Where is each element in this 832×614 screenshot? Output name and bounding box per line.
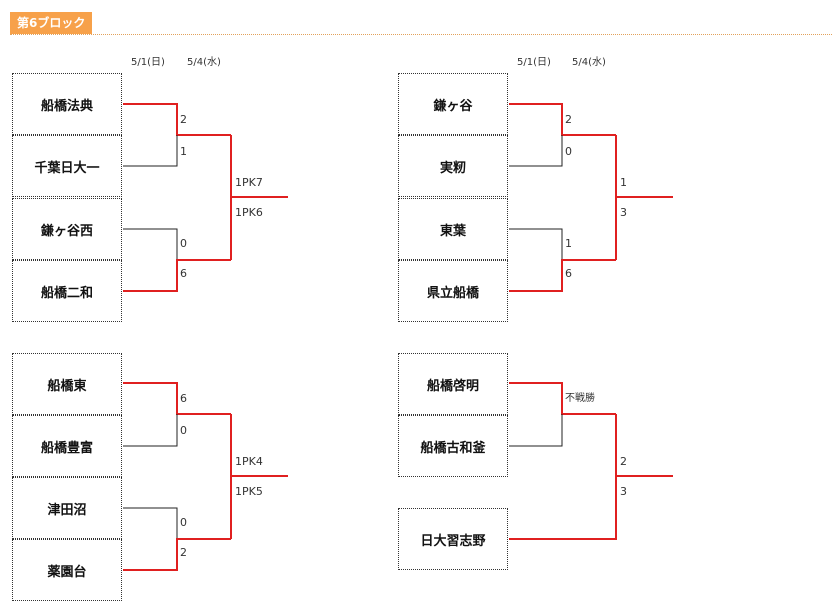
score: 6 <box>180 267 187 280</box>
date-round1: 5/1(日) <box>131 57 165 68</box>
score: 2 <box>565 113 572 126</box>
walkover-note: 不戦勝 <box>565 393 595 404</box>
score: 2 <box>620 455 627 468</box>
team-slot: 実籾 <box>398 135 508 197</box>
team-slot: 船橋二和 <box>12 260 122 322</box>
team-slot: 津田沼 <box>12 477 122 539</box>
team-slot: 船橋法典 <box>12 73 122 135</box>
team-slot: 船橋古和釜 <box>398 415 508 477</box>
score: 1 <box>180 145 187 158</box>
team-slot: 東葉 <box>398 198 508 260</box>
score: 2 <box>180 113 187 126</box>
score: 0 <box>180 424 187 437</box>
team-slot: 日大習志野 <box>398 508 508 570</box>
score: 3 <box>620 206 627 219</box>
header-divider <box>10 34 832 35</box>
score: 1PK6 <box>235 206 263 219</box>
team-slot: 県立船橋 <box>398 260 508 322</box>
score: 0 <box>180 237 187 250</box>
team-slot: 薬園台 <box>12 539 122 601</box>
date-round1: 5/1(日) <box>517 57 551 68</box>
score: 6 <box>565 267 572 280</box>
team-slot: 船橋啓明 <box>398 353 508 415</box>
score: 1PK5 <box>235 485 263 498</box>
score: 6 <box>180 392 187 405</box>
team-slot: 船橋東 <box>12 353 122 415</box>
score: 0 <box>180 516 187 529</box>
team-slot: 千葉日大一 <box>12 135 122 197</box>
team-slot: 船橋豊富 <box>12 415 122 477</box>
date-round2: 5/4(水) <box>572 57 606 68</box>
score: 0 <box>565 145 572 158</box>
score: 1 <box>565 237 572 250</box>
team-slot: 鎌ヶ谷西 <box>12 198 122 260</box>
score: 1PK7 <box>235 176 263 189</box>
score: 2 <box>180 546 187 559</box>
score: 1PK4 <box>235 455 263 468</box>
score: 3 <box>620 485 627 498</box>
team-slot: 鎌ヶ谷 <box>398 73 508 135</box>
block-title: 第6ブロック <box>10 12 93 34</box>
date-round2: 5/4(水) <box>187 57 221 68</box>
score: 1 <box>620 176 627 189</box>
